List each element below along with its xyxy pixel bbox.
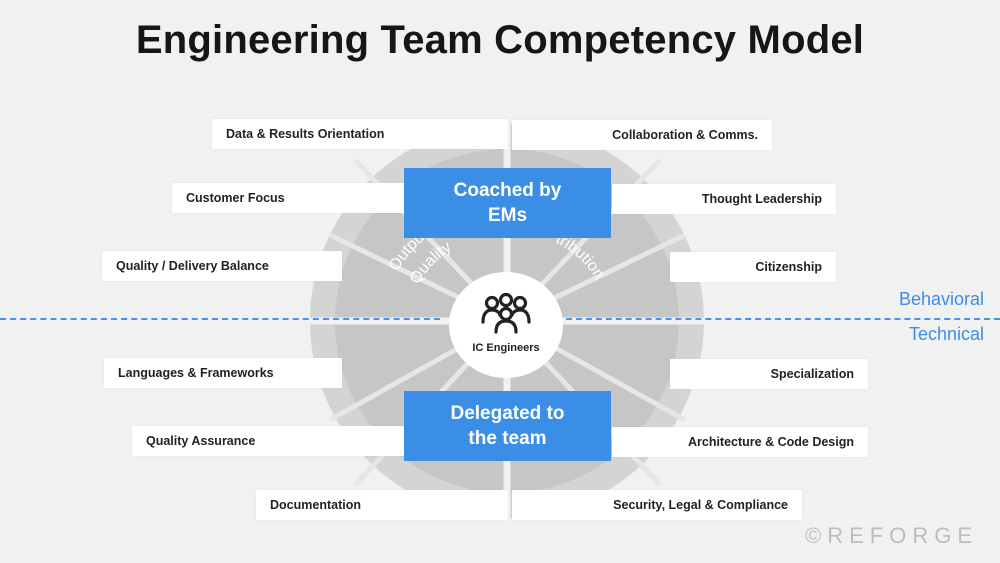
delegated-to-team-box: Delegated to the team (404, 391, 611, 461)
competency-item-left: Documentation (256, 490, 508, 520)
divider-line-left (0, 318, 440, 320)
page-title: Engineering Team Competency Model (135, 18, 865, 62)
competency-item-right: Specialization (670, 359, 868, 389)
coached-by-ems-box: Coached by EMs (404, 168, 611, 238)
competency-item-left: Quality Assurance (132, 426, 408, 456)
competency-item-left: Customer Focus (172, 183, 408, 213)
competency-item-right: Architecture & Code Design (612, 427, 868, 457)
behavioral-label: Behavioral (898, 289, 984, 309)
divider-line-right (566, 318, 1000, 320)
competency-item-left: Data & Results Orientation (212, 119, 508, 149)
competency-item-left: Quality / Delivery Balance (102, 251, 342, 281)
reforge-watermark: ©REFORGE (805, 523, 978, 548)
competency-item-right: Collaboration & Comms. (512, 120, 772, 150)
competency-item-left: Languages & Frameworks (104, 358, 342, 388)
people-group-icon (481, 292, 531, 334)
ic-engineers-label: IC Engineers (472, 342, 540, 354)
technical-label: Technical (908, 324, 984, 344)
center-circle (449, 272, 563, 378)
competency-item-right: Security, Legal & Compliance (512, 490, 802, 520)
competency-item-right: Citizenship (670, 252, 836, 282)
competency-item-right: Thought Leadership (612, 184, 836, 214)
